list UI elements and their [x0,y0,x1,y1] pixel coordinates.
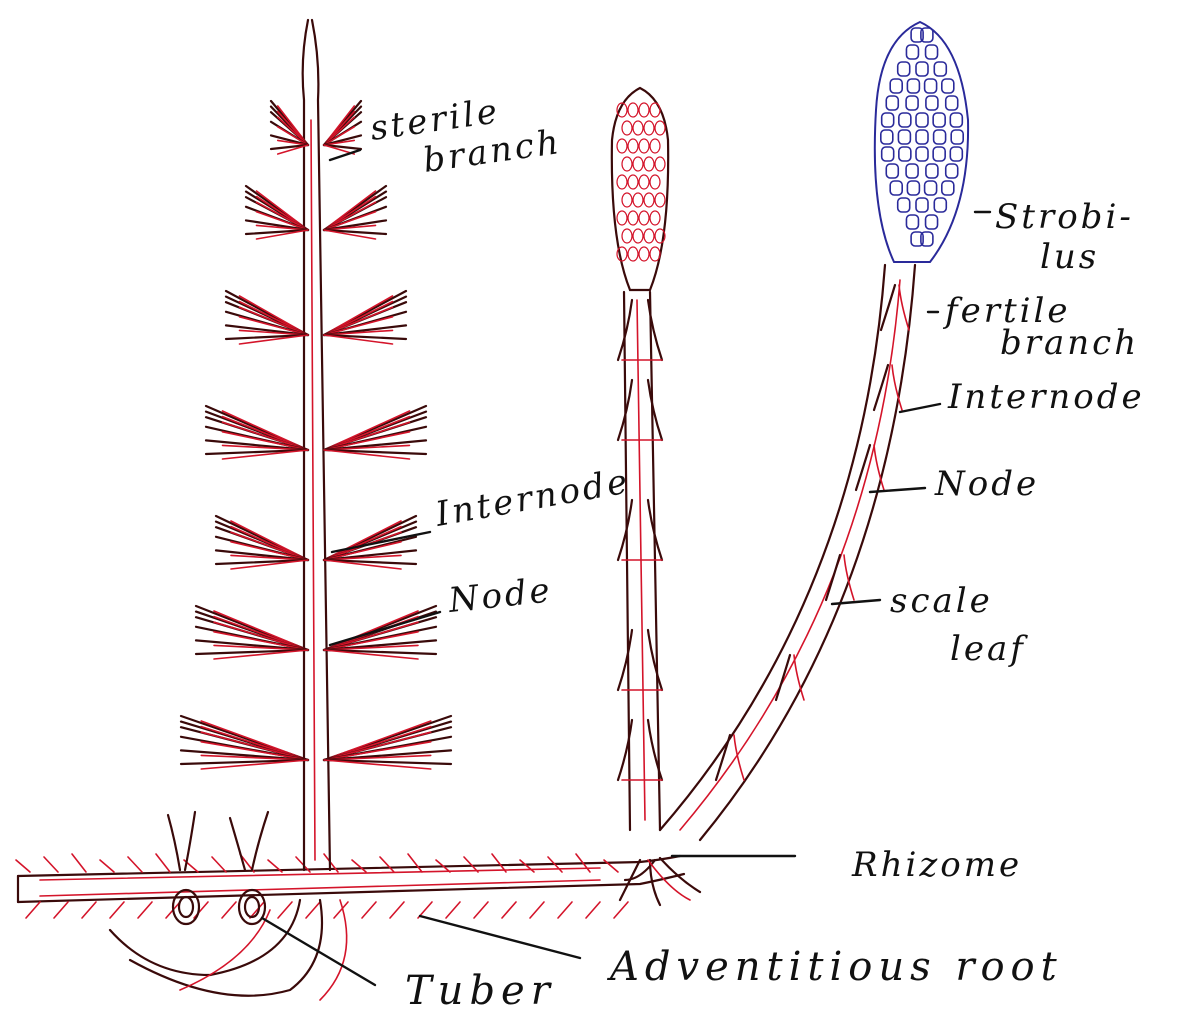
cone-cell [639,139,649,153]
label-adventitious-root: Adventitious root [606,944,1063,990]
cone-cell [639,247,649,261]
rhizome-hair [352,860,366,872]
rhizome-hair [128,857,142,872]
rhizome-hair [44,857,58,872]
branch-whorl [181,716,451,769]
cone-cell [628,175,638,189]
label-rhizome: Rhizome [851,845,1022,885]
branch-whorl [246,186,386,239]
cone-cell [622,229,632,243]
rhizome-hair [138,902,152,918]
cone-cell [633,229,643,243]
cone-cell [650,103,660,117]
rhizome-hair [16,860,30,872]
rhizome-hair [502,902,516,918]
label-tuber: Tuber [405,968,556,1014]
cone-cell [633,157,643,171]
label-internode-left: Internode [432,461,634,535]
cone-cell [628,139,638,153]
sheath-leaf [618,500,632,560]
cone-cell [650,175,660,189]
cone-cell [622,121,632,135]
sheath-leaf [648,720,662,780]
cone-cell [644,157,654,171]
label-fertile-branch-line2: branch [1000,323,1139,363]
rhizome-hair [54,902,68,918]
rhizome-hair [558,902,572,918]
cone-cell [650,139,660,153]
rhizome-hair [306,902,320,918]
cone-cell [633,193,643,207]
rhizome-hair [100,860,114,872]
rhizome-hair [72,854,86,872]
branch-whorl [271,101,361,154]
label-node-left: Node [446,570,555,621]
label-node-right: Node [934,464,1039,504]
rhizome-hair [222,902,236,918]
cone-cell [617,211,627,225]
cone-cell [644,193,654,207]
cone-cell [622,157,632,171]
cone-cell [655,157,665,171]
cone-cell [655,121,665,135]
cone-cell [628,103,638,117]
label-strobilus-line2: lus [1040,237,1099,277]
cone-cell [617,247,627,261]
fertile-shoot-middle-drawing [612,88,668,830]
sheath-leaf [648,630,662,690]
branch-whorl [226,291,406,344]
rhizome-hair [446,902,460,918]
fertile-shoot-right-drawing [660,22,968,840]
cone-cell [628,211,638,225]
cone-cell [639,211,649,225]
rhizome-hair [464,857,478,872]
rhizome-drawing [16,854,684,918]
scale-leaf-shade [899,285,909,330]
rhizome-hair [26,902,40,918]
rhizome-hair [212,857,226,872]
rhizome-hair [82,902,96,918]
branch-whorl [196,606,436,659]
branch-whorl [216,516,416,569]
cone-cell [650,247,660,261]
cone-cell [617,139,627,153]
rhizome-hair [110,902,124,918]
scale-leaf [826,555,840,600]
rhizome-hair [530,902,544,918]
rhizome-hair [362,902,376,918]
rhizome-hair [408,854,422,872]
label-scale-leaf-line1: scale [890,581,993,621]
rhizome-hair [380,857,394,872]
rhizome-hair [390,902,404,918]
cone-cell [617,175,627,189]
rhizome-hair [492,854,506,872]
cone-cell [644,229,654,243]
scale-leaf [856,445,870,490]
sterile-shoot-drawing [181,20,451,870]
rhizome-hair [586,902,600,918]
sheath-leaf [648,380,662,440]
label-internode-right: Internode [947,377,1145,417]
cone-cell [655,193,665,207]
sheath-leaf [618,630,632,690]
cone-cell [633,121,643,135]
rhizome-hair [156,854,170,872]
label-scale-leaf-line2: leaf [950,629,1028,669]
rhizome-hair [278,902,292,918]
cone-cell [622,193,632,207]
rhizome-hair [474,902,488,918]
branch-whorl [206,406,426,459]
scale-leaf [776,655,790,700]
cone-cell [639,103,649,117]
label-strobilus-line1: Strobi- [995,197,1134,237]
cone-cell [639,175,649,189]
cone-cell [650,211,660,225]
cone-cell [644,121,654,135]
cone-cell [628,247,638,261]
rhizome-hair [614,902,628,918]
